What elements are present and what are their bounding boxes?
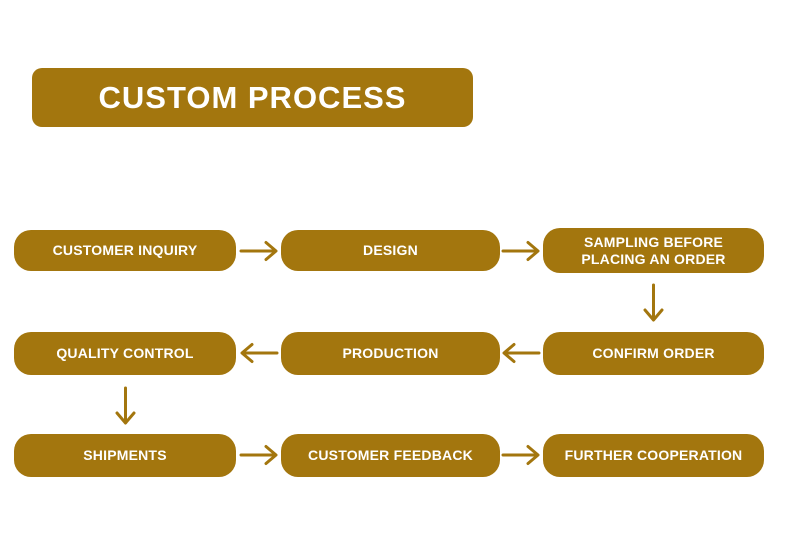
process-node-customer-feedback: CUSTOMER FEEDBACK <box>281 434 500 477</box>
node-label: CUSTOMER INQUIRY <box>52 242 198 259</box>
arrow-right-icon <box>500 238 542 264</box>
arrow-right-icon <box>238 238 280 264</box>
process-node-shipments: SHIPMENTS <box>14 434 236 477</box>
process-node-quality-control: QUALITY CONTROL <box>14 332 236 375</box>
node-label: SAMPLING BEFORE PLACING AN ORDER <box>581 233 726 267</box>
page-title: CUSTOM PROCESS <box>98 79 407 115</box>
node-label: FURTHER COOPERATION <box>564 447 743 464</box>
process-node-customer-inquiry: CUSTOMER INQUIRY <box>14 230 236 271</box>
process-node-further-cooperation: FURTHER COOPERATION <box>543 434 764 477</box>
node-label: PRODUCTION <box>342 345 439 362</box>
arrow-right-icon <box>238 442 280 468</box>
process-node-production: PRODUCTION <box>281 332 500 375</box>
arrow-left-icon <box>500 340 542 366</box>
arrow-down-icon <box>640 282 667 324</box>
title-banner: CUSTOM PROCESS <box>32 68 473 127</box>
process-node-confirm-order: CONFIRM ORDER <box>543 332 764 375</box>
process-node-design: DESIGN <box>281 230 500 271</box>
node-label: QUALITY CONTROL <box>56 345 194 362</box>
node-label: CUSTOMER FEEDBACK <box>308 447 473 464</box>
arrow-left-icon <box>238 340 280 366</box>
arrow-down-icon <box>112 385 139 427</box>
node-label: DESIGN <box>363 242 418 259</box>
node-label: CONFIRM ORDER <box>592 345 715 362</box>
process-node-sampling-before-placing-an-order: SAMPLING BEFORE PLACING AN ORDER <box>543 228 764 273</box>
arrow-right-icon <box>500 442 542 468</box>
node-label: SHIPMENTS <box>83 447 167 464</box>
